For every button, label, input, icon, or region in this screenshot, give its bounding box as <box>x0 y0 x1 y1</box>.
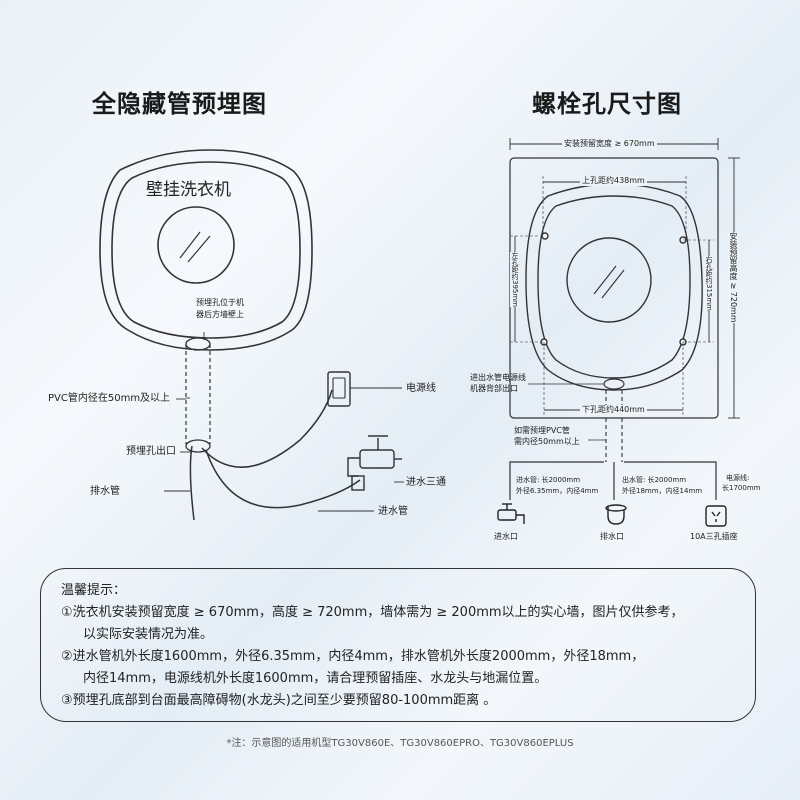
left-holes-label: 左孔距约395mm <box>510 252 519 307</box>
model-footnote: *注：示意图的适用机型TG30V860E、TG30V860EPRO、TG30V8… <box>226 738 574 749</box>
power-spec-line2: 长1700mm <box>722 484 761 492</box>
washer-door-right <box>566 237 652 323</box>
width-dimension-label: 安装预留宽度 ≥ 670mm <box>562 139 657 149</box>
left-washer-diagram <box>99 149 402 521</box>
power-branch <box>624 461 717 500</box>
inlet-spec-line2: 外径6.35mm，内径4mm <box>516 487 599 495</box>
pvc-note-line2: 需内径50mm以上 <box>514 437 580 446</box>
right-holes-label: 右孔距约315mm <box>704 256 713 311</box>
tips-title: 温馨提示： <box>61 583 127 598</box>
washer-inner-outline <box>111 161 301 339</box>
drain-spec-line2: 外径18mm，内径14mm <box>622 487 703 495</box>
right-diagram-title: 螺栓孔尺寸图 <box>532 90 682 118</box>
power-spec-line1: 电源线: <box>726 474 750 482</box>
embedded-hole-outlet <box>185 439 211 453</box>
tip-3: ③预埋孔底部到台面最高障碍物(水龙头)之间至少要预留80-100mm距离 。 <box>61 693 497 708</box>
power-socket <box>327 371 351 407</box>
socket-icon <box>705 505 727 527</box>
outlet-note-line1: 进出水管电源线 <box>470 373 526 382</box>
outlet-note-line2: 机器背部出口 <box>470 384 518 393</box>
rear-outlet <box>603 378 625 390</box>
socket-icon-label: 10A三孔插座 <box>690 532 738 541</box>
outlet-label: 预埋孔出口 <box>126 446 176 457</box>
washer-door <box>157 206 235 284</box>
washer-outer-outline-right <box>525 183 703 391</box>
faucet-tee <box>347 435 402 491</box>
bottom-holes-label: 下孔距约440mm <box>580 405 647 415</box>
tip-2-cont: 内径14mm，电源线机外长度1600mm，请合理预留插座、水龙头与地漏位置。 <box>83 671 548 686</box>
pvc-note-line1: 如需预埋PVC管 <box>514 426 570 435</box>
drain-icon <box>605 504 627 525</box>
inlet-icon-label: 进水口 <box>494 532 518 541</box>
power-cord <box>201 389 333 468</box>
pvc-label: PVC管内径在50mm及以上 <box>48 393 171 404</box>
inlet-spec-line1: 进水管: 长2000mm <box>516 476 581 484</box>
inlet-branch <box>509 461 604 500</box>
hole-note-line2: 器后方墙壁上 <box>196 310 244 319</box>
washer-outer-outline <box>99 149 313 351</box>
washer-label: 壁挂洗衣机 <box>146 180 231 200</box>
tip-2: ②进水管机外长度1600mm，外径6.35mm，内径4mm，排水管机外长度200… <box>61 649 645 664</box>
inlet-hose <box>205 449 361 509</box>
faucet-icon <box>497 503 525 524</box>
washer-inner-outline-right <box>537 195 691 379</box>
embedded-hole-top <box>185 337 211 351</box>
tip-1: ①洗衣机安装预留宽度 ≥ 670mm，高度 ≥ 720mm，墙体需为 ≥ 200… <box>61 605 684 620</box>
left-diagram-title: 全隐藏管预埋图 <box>92 90 267 118</box>
power-label: 电源线 <box>406 383 436 394</box>
tee-label: 进水三通 <box>406 477 446 488</box>
hole-note-line1: 预埋孔位于机 <box>196 298 244 307</box>
tips-box: 温馨提示： ①洗衣机安装预留宽度 ≥ 670mm，高度 ≥ 720mm，墙体需为… <box>40 568 756 722</box>
door-glint-2 <box>187 235 211 263</box>
drain-spec-line1: 出水管: 长2000mm <box>622 476 687 484</box>
door-glint-1 <box>179 231 201 259</box>
inlet-label: 进水管 <box>378 506 408 517</box>
drain-icon-label: 排水口 <box>600 532 624 541</box>
top-holes-label: 上孔距约438mm <box>580 176 647 186</box>
drain-pipe <box>189 445 195 521</box>
drain-label: 排水管 <box>90 486 120 497</box>
left-leader-lines <box>164 332 404 512</box>
tip-1-cont: 以实际安装情况为准。 <box>83 627 214 642</box>
height-dimension-label: 安装预留高度 ≥ 720mm <box>728 232 738 323</box>
